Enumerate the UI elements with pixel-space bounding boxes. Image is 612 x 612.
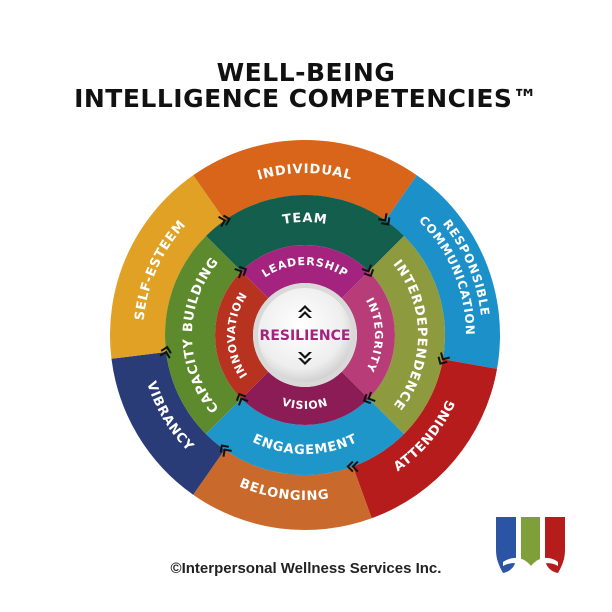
arrow-marker-icon bbox=[159, 345, 172, 359]
arrow-marker-icon bbox=[235, 392, 249, 406]
inner-segment-integrity bbox=[341, 271, 395, 399]
outer-segment-belonging bbox=[193, 449, 372, 530]
second-segment-engagement bbox=[206, 398, 404, 475]
outer-segment-self-esteem bbox=[110, 175, 225, 359]
arrow-marker-icon bbox=[378, 213, 391, 226]
center-hub: RESILIENCE bbox=[253, 283, 357, 387]
logo bbox=[496, 517, 565, 573]
outer-segment-responsible bbox=[385, 175, 500, 369]
logo-middle-bar bbox=[521, 517, 540, 570]
outer-label-individual: INDIVIDUAL bbox=[256, 162, 354, 184]
inner-segment-leadership bbox=[241, 244, 369, 299]
inner-label-vision: VISION bbox=[281, 396, 330, 413]
title-line-2: INTELLIGENCE COMPETENCIES™ bbox=[74, 84, 538, 113]
center-hub-disc bbox=[258, 288, 352, 382]
second-segment-team bbox=[206, 195, 404, 272]
arrow-marker-icon bbox=[361, 264, 375, 278]
arrow-marker-icon bbox=[219, 444, 232, 457]
arrow-marker-icon bbox=[362, 391, 376, 405]
inner-segment-innovation bbox=[214, 271, 269, 399]
chevron-down-icon bbox=[298, 352, 312, 365]
arrow-marker-icon bbox=[437, 352, 450, 365]
second-segment-capacity-building bbox=[165, 236, 242, 434]
outer-segment-individual bbox=[193, 139, 417, 221]
center-label: RESILIENCE bbox=[260, 328, 351, 344]
second-label-team: TEAM bbox=[281, 211, 328, 228]
copyright-text: ©Interpersonal Wellness Services Inc. bbox=[170, 560, 442, 577]
arrow-marker-icon bbox=[218, 214, 231, 227]
title-line-1: WELL-BEING bbox=[216, 58, 396, 87]
outer-segment-vibrancy bbox=[111, 352, 225, 495]
arrow-marker-icon bbox=[346, 460, 359, 473]
second-segment-interdependence bbox=[368, 236, 445, 434]
arrow-markers bbox=[159, 213, 450, 473]
arrow-marker-icon bbox=[234, 265, 248, 279]
chevron-up-icon bbox=[298, 305, 312, 318]
logo-swoosh bbox=[503, 557, 558, 572]
outer-segment-attending bbox=[352, 359, 498, 519]
inner-segment-vision bbox=[241, 371, 369, 426]
